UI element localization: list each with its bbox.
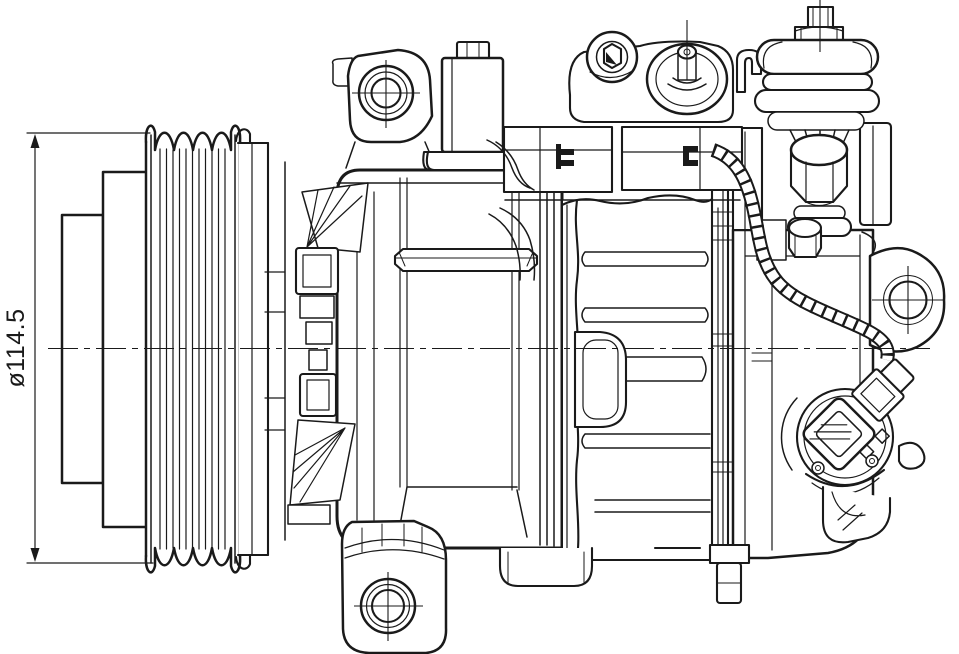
bracket-clip-icon	[556, 144, 574, 169]
wire-loom	[710, 143, 895, 362]
front-housing	[335, 150, 564, 550]
center-lines	[48, 0, 944, 641]
ear-crosshair	[872, 266, 944, 334]
arrowhead-down-icon	[30, 548, 40, 562]
bottom-rim	[498, 546, 594, 588]
dimension-annotation: ø114.5	[2, 132, 154, 564]
top-rail	[486, 125, 744, 281]
suction-port-assembly	[753, 5, 881, 261]
electrical-connector	[780, 358, 926, 544]
cylinder-head-cap	[568, 30, 763, 124]
pulley-hub	[60, 170, 150, 529]
foot-crosshair	[354, 572, 423, 641]
front-foot	[340, 519, 448, 654]
hook-bracket	[735, 48, 763, 94]
hex-fitting	[786, 133, 853, 238]
front-bracket	[264, 161, 369, 541]
valve-cover	[425, 40, 521, 172]
dimension-label: ø114.5	[2, 309, 30, 388]
arrowhead-up-icon	[30, 134, 40, 148]
rear-foot	[708, 543, 751, 605]
bracket-clip-icon	[683, 146, 698, 166]
cylinder-block	[560, 138, 743, 562]
lug-crosshair	[352, 60, 420, 128]
top-mounting-lug	[331, 48, 437, 169]
